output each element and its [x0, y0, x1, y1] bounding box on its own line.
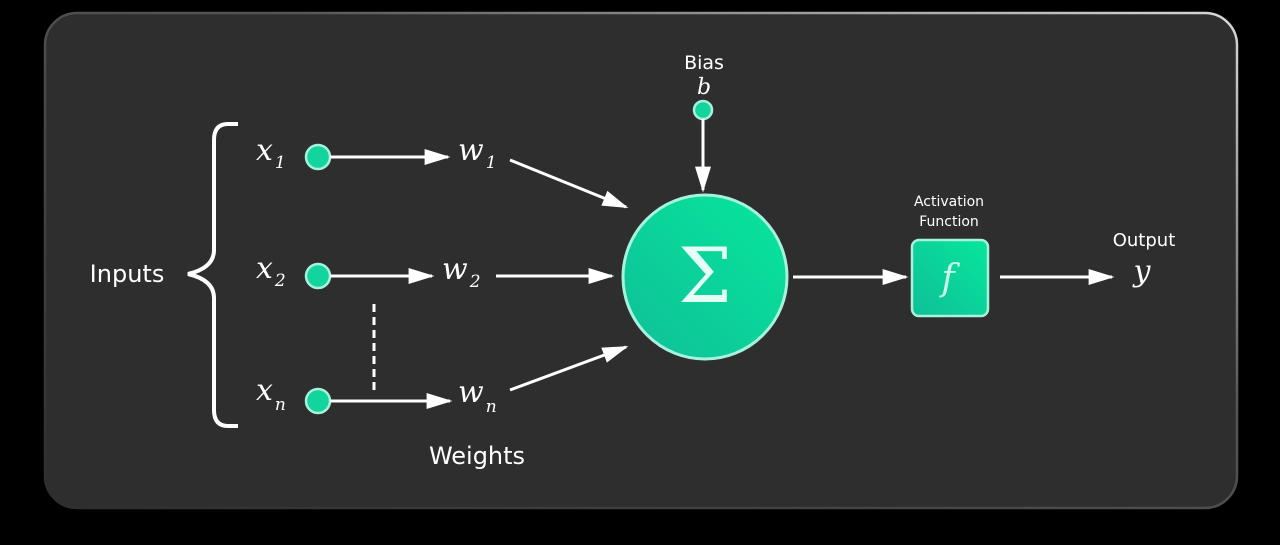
activation-function-box [910, 238, 990, 318]
output-symbol: y [1132, 254, 1152, 289]
weight-arrow-n [509, 345, 629, 392]
weights-label: Weights [429, 442, 525, 470]
activation-label-line1: Activation [914, 194, 984, 210]
inputs-brace [187, 122, 238, 428]
bias-label: Bias [684, 52, 724, 74]
bias-node [692, 99, 714, 121]
bias-symbol: b [697, 75, 711, 100]
input-node-2 [304, 262, 332, 290]
input-node-1 [304, 143, 332, 171]
weight-arrow-1 [509, 158, 629, 209]
output-label: Output [1113, 230, 1176, 251]
input-node-n [304, 387, 332, 415]
sigma-symbol: Σ [678, 231, 732, 320]
inputs-label: Inputs [90, 260, 165, 288]
activation-label-line2: Function [919, 214, 979, 230]
summation-node [621, 193, 789, 361]
